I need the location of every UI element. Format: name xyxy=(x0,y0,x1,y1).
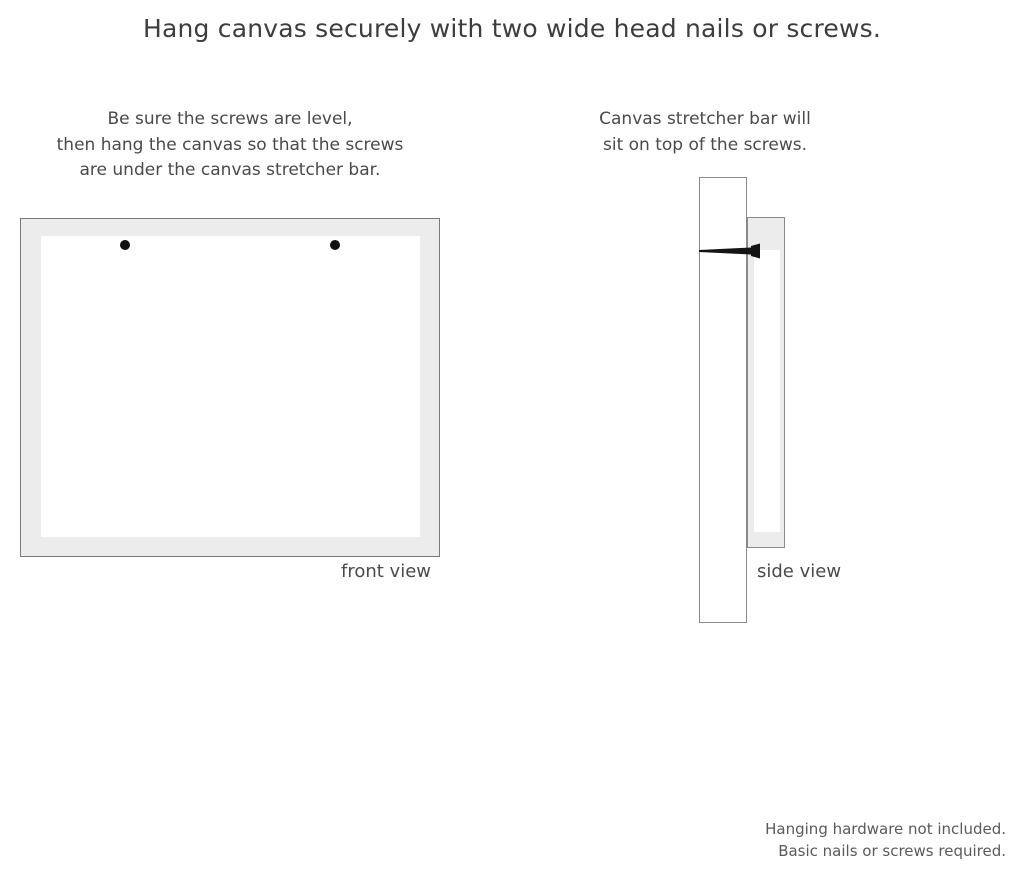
footer-line-2: Basic nails or screws required. xyxy=(778,842,1006,860)
footer-note: Hanging hardware not included. Basic nai… xyxy=(765,818,1006,862)
side-view-instruction-line-2: sit on top of the screws. xyxy=(602,134,808,155)
side-view-instructions: Canvas stretcher bar will sit on top of … xyxy=(585,107,825,158)
front-view-instruction-line-2: then hang the canvas so that the screws xyxy=(56,134,404,155)
front-view-diagram xyxy=(20,218,440,557)
stretcher-bar-inner-void xyxy=(754,250,780,532)
canvas-stretcher-bar-cross-section xyxy=(747,217,785,548)
side-view-label: side view xyxy=(757,561,842,582)
screw-side-icon xyxy=(699,243,760,259)
side-view-diagram xyxy=(699,177,819,623)
canvas-face-panel xyxy=(41,236,420,537)
front-view-instruction-line-1: Be sure the screws are level, xyxy=(107,109,353,129)
footer-line-1: Hanging hardware not included. xyxy=(765,820,1006,838)
front-view-instructions: Be sure the screws are level, then hang … xyxy=(20,107,440,184)
side-view-instruction-line-1: Canvas stretcher bar will xyxy=(599,109,811,129)
page-title: Hang canvas securely with two wide head … xyxy=(142,14,882,43)
front-view-label: front view xyxy=(341,561,431,582)
screw-head-icon xyxy=(120,240,130,250)
front-view-instruction-line-3: are under the canvas stretcher bar. xyxy=(79,160,381,180)
screw-head-icon xyxy=(330,240,340,250)
